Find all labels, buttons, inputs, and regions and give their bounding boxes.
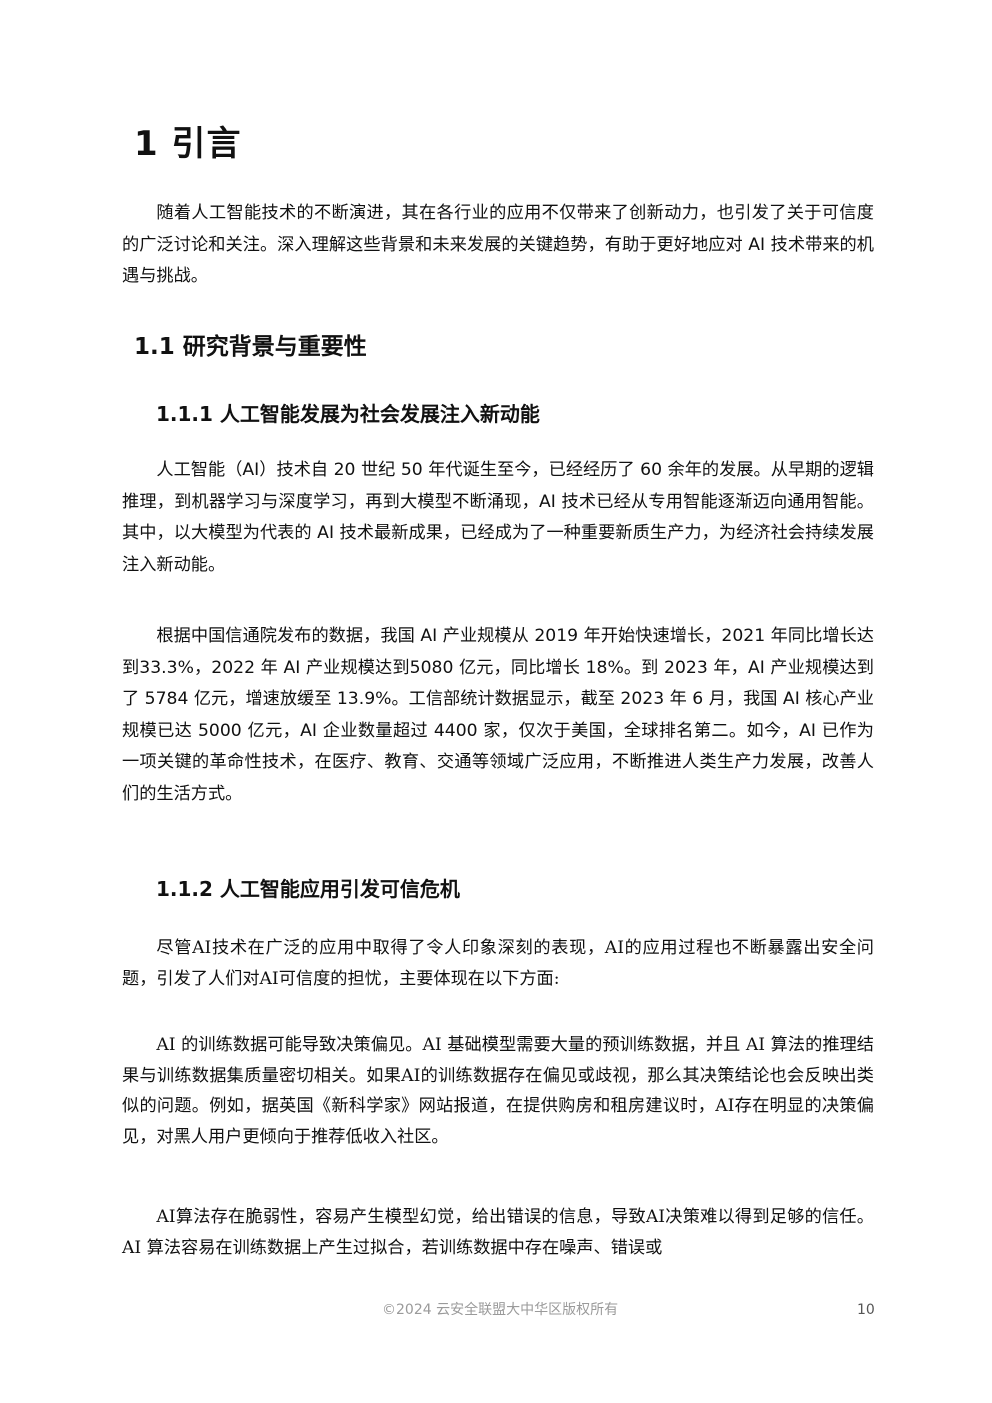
chapter-title: 1 引言 (134, 124, 242, 164)
paragraph-training-data-bias: AI 的训练数据可能导致决策偏见。AI 基础模型需要大量的预训练数据，并且 AI… (122, 1035, 874, 1147)
page-number: 10 (857, 1302, 875, 1318)
section-title: 1.1 研究背景与重要性 (134, 334, 367, 360)
footer-copyright: ©2024 云安全联盟大中华区版权所有 (382, 1302, 619, 1318)
paragraph-algorithm-fragility: AI算法存在脆弱性，容易产生模型幻觉，给出错误的信息，导致AI决策难以得到足够的… (122, 1207, 874, 1258)
paragraph-industry-scale: 根据中国信通院发布的数据，我国 AI 产业规模从 2019 年开始快速增长，20… (122, 626, 874, 804)
paragraph-ai-development: 人工智能（AI）技术自 20 世纪 50 年代诞生至今，已经经历了 60 余年的… (122, 460, 874, 575)
subsection-title-1: 1.1.1 人工智能发展为社会发展注入新动能 (156, 402, 540, 426)
paragraph-trust-crisis: 尽管AI技术在广泛的应用中取得了令人印象深刻的表现，AI的应用过程也不断暴露出安… (122, 938, 874, 989)
subsection-title-2: 1.1.2 人工智能应用引发可信危机 (156, 877, 460, 901)
intro-paragraph: 随着人工智能技术的不断演进，其在各行业的应用不仅带来了创新动力，也引发了关于可信… (122, 203, 874, 286)
